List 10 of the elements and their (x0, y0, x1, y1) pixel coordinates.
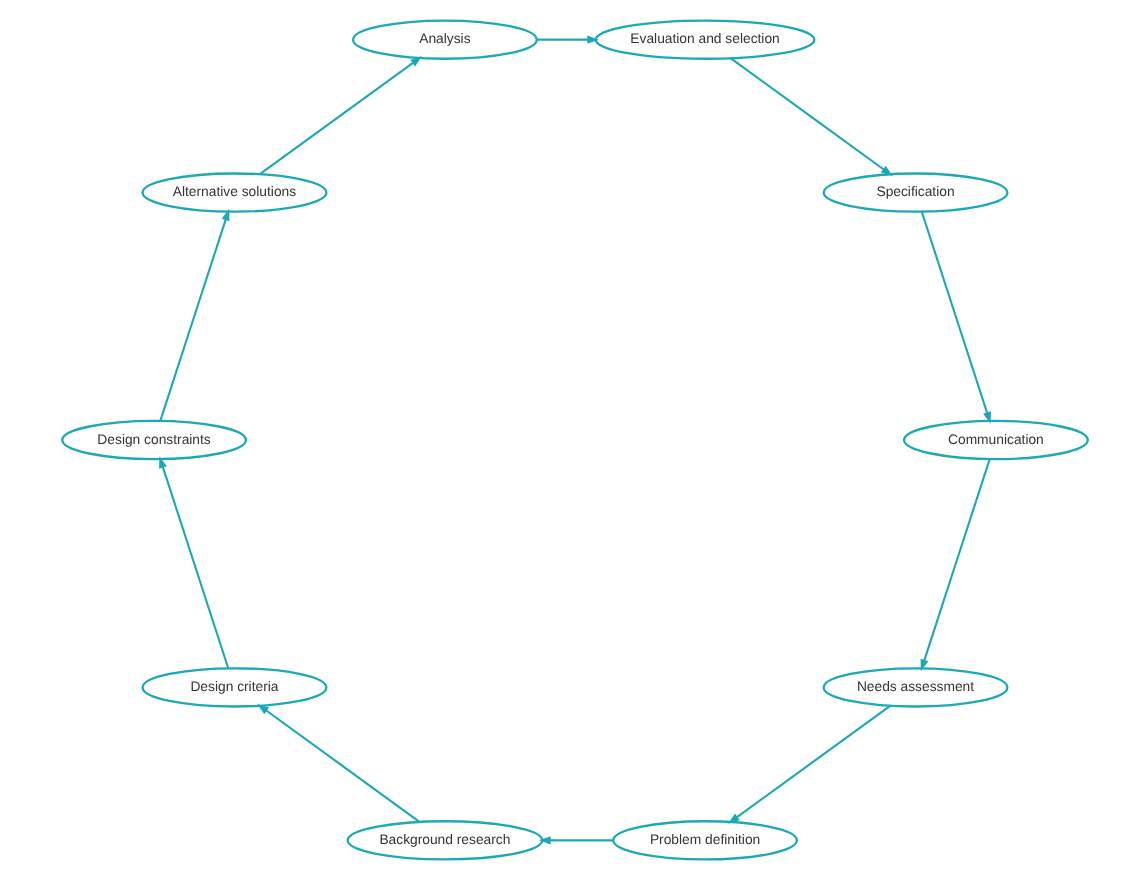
arrow (726, 705, 890, 824)
arrow (158, 208, 229, 421)
arrow (537, 836, 612, 845)
arrow (256, 703, 419, 823)
arrow (919, 211, 990, 424)
arrow (258, 56, 422, 175)
arrow (729, 57, 892, 177)
arrow (158, 456, 229, 669)
arrow (536, 35, 598, 44)
arrow (919, 459, 990, 672)
